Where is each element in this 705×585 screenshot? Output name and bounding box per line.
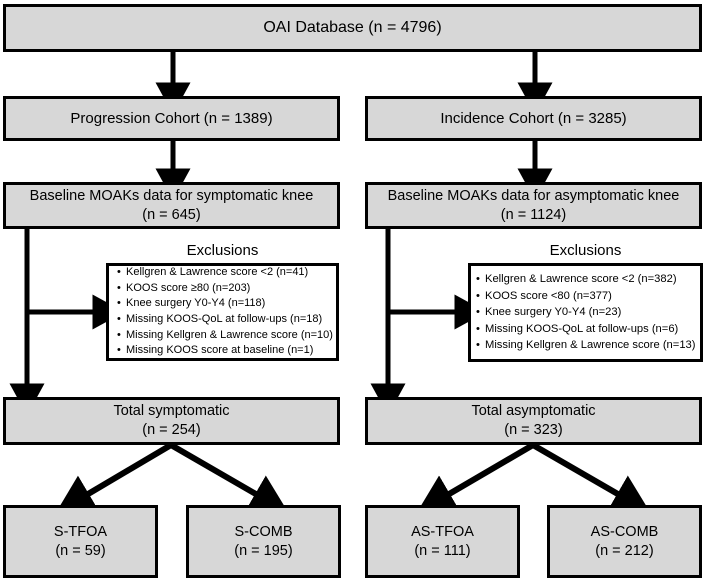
node-s-tfoa-count: (n = 59) [55,542,106,559]
node-s-tfoa[interactable]: S-TFOA (n = 59) [3,505,158,578]
exclusions-asymptomatic-list: Kellgren & Lawrence score <2 (n=382) KOO… [471,271,700,354]
list-item: Missing KOOS score at baseline (n=1) [117,343,336,359]
node-as-tfoa-label: AS-TFOA [411,523,474,540]
node-s-comb-count: (n = 195) [234,542,293,559]
node-total-symptomatic[interactable]: Total symptomatic (n = 254) [3,397,340,445]
node-total-asymptomatic-count: (n = 323) [504,422,563,438]
node-moaks-symptomatic-count: (n = 645) [142,206,201,223]
node-as-tfoa[interactable]: AS-TFOA (n = 111) [365,505,520,578]
node-moaks-asymptomatic[interactable]: Baseline MOAKs data for asymptomatic kne… [365,182,702,229]
node-s-comb-label: S-COMB [234,523,293,540]
exclusions-asymptomatic-box: Kellgren & Lawrence score <2 (n=382) KOO… [468,263,703,362]
node-incidence-cohort-label: Incidence Cohort (n = 3285) [440,109,627,127]
list-item: Knee surgery Y0-Y4 (n=118) [117,296,336,312]
list-item: KOOS score ≥80 (n=203) [117,281,336,297]
node-progression-cohort[interactable]: Progression Cohort (n = 1389) [3,96,340,141]
list-item: Missing KOOS-QoL at follow-ups (n=6) [476,321,700,338]
list-item: Knee surgery Y0-Y4 (n=23) [476,304,700,321]
list-item: Kellgren & Lawrence score <2 (n=382) [476,271,700,288]
node-total-asymptomatic-line1: Total asymptomatic [471,403,596,420]
node-moaks-asymptomatic-count: (n = 1124) [500,206,567,223]
node-total-symptomatic-count: (n = 254) [142,422,201,438]
node-oai-database-label: OAI Database (n = 4796) [263,18,442,36]
node-as-comb-count: (n = 212) [595,542,654,559]
node-oai-database[interactable]: OAI Database (n = 4796) [3,4,702,52]
list-item: Missing Kellgren & Lawrence score (n=13) [476,337,700,354]
exclusions-symptomatic-list: Kellgren & Lawrence score <2 (n=41) KOOS… [109,265,336,359]
list-item: Missing Kellgren & Lawrence score (n=10) [117,328,336,344]
node-as-comb-label: AS-COMB [590,523,659,540]
node-total-symptomatic-line1: Total symptomatic [113,403,230,420]
exclusions-asymptomatic-title: Exclusions [549,242,622,259]
edge-total-s-to-s-comb [169,442,289,513]
node-s-tfoa-label: S-TFOA [53,523,108,540]
exclusions-symptomatic-box: Kellgren & Lawrence score <2 (n=41) KOOS… [106,263,339,361]
edge-total-a-to-as-tfoa [416,442,535,514]
node-progression-cohort-label: Progression Cohort (n = 1389) [70,109,273,127]
exclusions-symptomatic-title: Exclusions [186,242,259,259]
node-as-tfoa-count: (n = 111) [414,542,471,559]
list-item: Kellgren & Lawrence score <2 (n=41) [117,265,336,281]
list-item: KOOS score <80 (n=377) [476,288,700,305]
node-moaks-symptomatic-line1: Baseline MOAKs data for symptomatic knee [29,187,314,204]
list-item: Missing KOOS-QoL at follow-ups (n=18) [117,312,336,328]
node-s-comb[interactable]: S-COMB (n = 195) [186,505,341,578]
edge-total-a-to-as-comb [531,442,651,513]
node-moaks-symptomatic[interactable]: Baseline MOAKs data for symptomatic knee… [3,182,340,229]
node-incidence-cohort[interactable]: Incidence Cohort (n = 3285) [365,96,702,141]
node-as-comb[interactable]: AS-COMB (n = 212) [547,505,702,578]
node-total-asymptomatic[interactable]: Total asymptomatic (n = 323) [365,397,702,445]
node-moaks-asymptomatic-line1: Baseline MOAKs data for asymptomatic kne… [387,187,680,204]
edge-total-s-to-s-tfoa [55,442,173,514]
